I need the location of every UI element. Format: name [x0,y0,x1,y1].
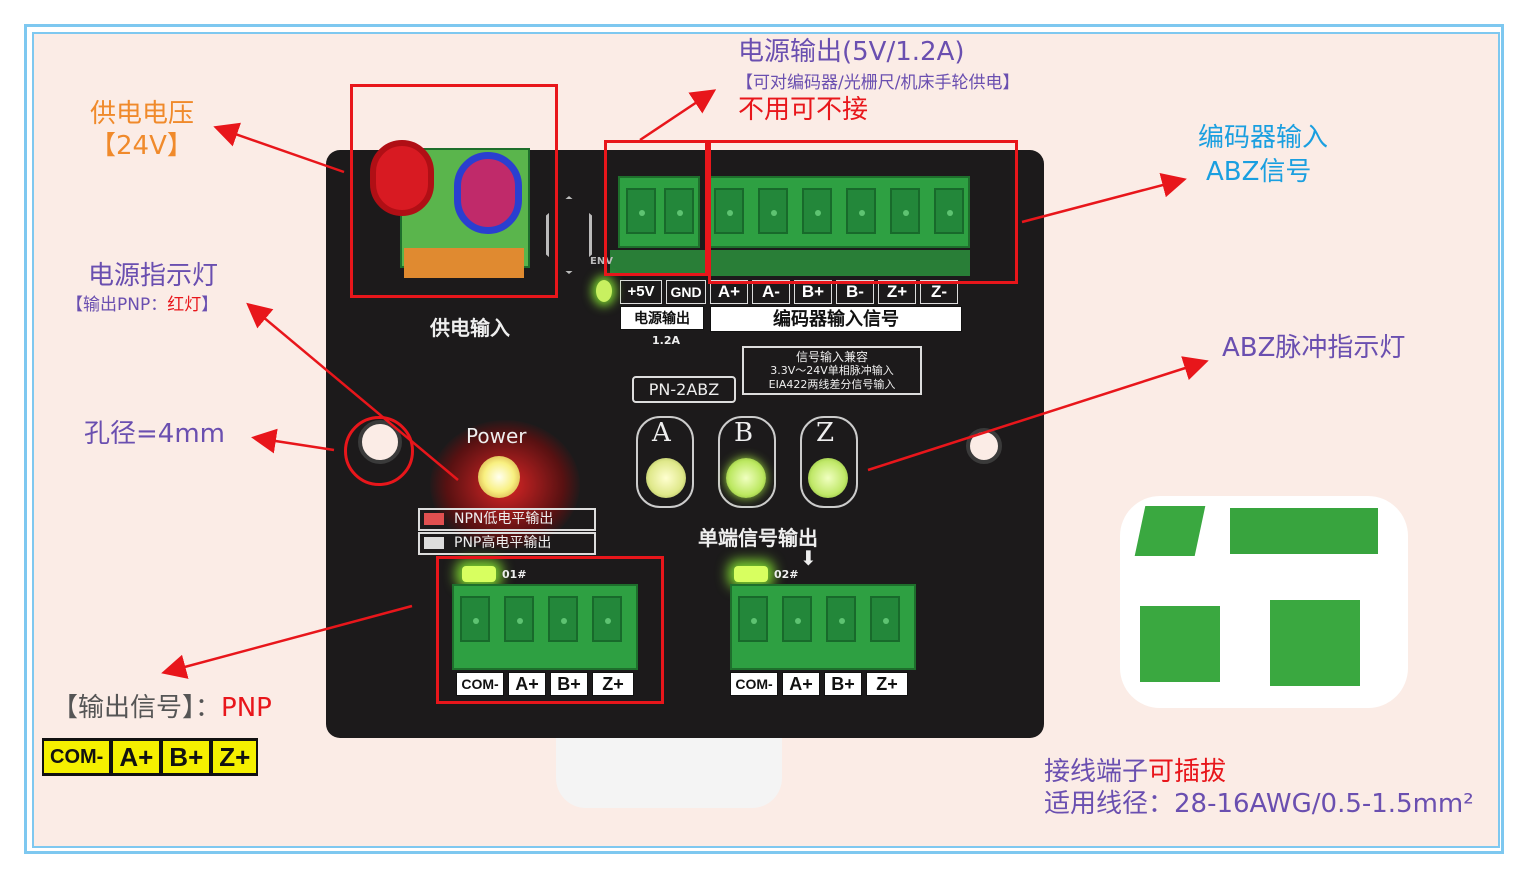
output-pin-legend: COM- A+ B+ Z+ [42,738,259,776]
env-mark: ENV [590,256,613,267]
out2-pin-z: Z+ [866,672,908,696]
connector-4pin-plug [1270,600,1360,686]
power-output-optional: 不用可不接 [738,95,869,125]
channel-a-letter: A [652,418,671,448]
arrow-abz-indicator [867,356,1209,472]
connector-7pin [1230,508,1378,554]
power-output-terminal [618,176,700,248]
out1-led [462,566,496,582]
channel-z-frame [800,416,858,508]
out1-pin-com: COM- [456,672,504,696]
pin-label-a-minus: A- [752,280,790,304]
supply-input-label: 供电输入 [430,316,510,340]
out2-tag: 02# [774,568,799,581]
encoder-input-plate: 编码器输入信号 [710,306,962,332]
legend-com: COM- [44,741,110,773]
channel-b-led [726,458,766,498]
down-arrow-icon: ⬇ [800,546,817,570]
din-clip [556,738,782,808]
channel-z-led [808,458,848,498]
power-out-current: 1.2A [652,334,680,347]
npn-option: NPN低电平输出 [418,508,596,531]
pnp-option-label: PNP高电平输出 [454,535,552,551]
single-ended-output-label: 单端信号输出 [698,526,818,550]
pin-label-gnd: GND [666,280,706,304]
out1-pin-z: Z+ [592,672,634,696]
pin-label-b-minus: B- [836,280,874,304]
output1-highlight-box [436,556,664,704]
channel-b-frame [718,416,776,508]
compat-title: 信号输入兼容 [795,350,868,364]
connector-2pin [1134,506,1206,556]
logo-icon [546,196,592,274]
pin-label-b-plus: B+ [794,280,832,304]
out1-pin-a: A+ [508,672,546,696]
pnp-option: PNP高电平输出 [418,532,596,555]
npn-option-label: NPN低电平输出 [454,511,554,527]
pin-label-a-plus: A+ [710,280,748,304]
compat-line1: 3.3V～24V单相脉冲输入 [770,364,894,378]
model-badge: PN-2ABZ [632,376,736,404]
out1-pin-b: B+ [550,672,588,696]
out2-pin-b: B+ [824,672,862,696]
power-led [478,456,520,498]
connector-photo-panel [1120,496,1408,708]
hole-highlight-circle [344,416,414,486]
power-indicator-note: 【输出PNP：红灯】 [66,295,219,315]
arrow-hole [251,428,335,454]
power-out-plate: 电源输出 [620,306,704,330]
supply-highlight-box [350,84,558,298]
pin-label-z-minus: Z- [920,280,958,304]
supply-voltage-label: 供电电压 [90,99,195,129]
power-indicator-label: 电源指示灯 [88,261,219,291]
arrow-power-output [639,89,717,142]
outer-frame [24,24,1504,854]
legend-z: Z+ [213,741,257,773]
power-output-note: 【可对编码器/光栅尺/机床手轮供电】 [736,73,1020,93]
out2-led [734,566,768,582]
terminal-note: 接线端子可插拔 [1044,757,1227,787]
legend-b: B+ [163,741,210,773]
power-output-led [596,280,612,302]
connector-4pin-screw [1140,606,1220,682]
npn-checkbox [424,513,444,525]
pin-label-z-plus: Z+ [878,280,916,304]
arrow-encoder-input [1021,172,1187,224]
channel-a-frame [636,416,694,508]
output-signal-label: 【输出信号】：PNP [52,693,272,723]
out1-tag: 01# [502,568,527,581]
supply-terminal-base [404,248,524,278]
arrow-supply-voltage [213,122,345,174]
legend-a: A+ [113,741,160,773]
power-output-highlight-box [604,140,708,276]
compat-box: 信号输入兼容 3.3V～24V单相脉冲输入 EIA422两线差分信号输入 [742,346,922,395]
out2-pin-a: A+ [782,672,820,696]
terminal-base-strip [610,250,970,276]
red-wire [370,140,434,216]
encoder-input-terminal [706,176,970,248]
arrow-output-signal [161,604,413,679]
pnp-checkbox [424,537,444,549]
compat-line2: EIA422两线差分信号输入 [768,377,896,391]
encoder-input-line1: 编码器输入 [1198,123,1329,153]
wire-gauge-label: 适用线径：28-16AWG/0.5-1.5mm² [1044,789,1474,819]
channel-z-letter: Z [816,418,835,448]
power-output-title: 电源输出(5V/1.2A) [738,37,965,67]
abz-indicator-label: ABZ脉冲指示灯 [1222,333,1406,363]
hole-diameter-label: 孔径=4mm [84,419,225,449]
output1-terminal [452,584,638,670]
arrow-power-indicator [246,302,459,481]
channel-a-led [646,458,686,498]
pin-label-5v: +5V [620,280,662,304]
blue-wire [454,152,522,234]
out2-pin-com: COM- [730,672,778,696]
encoder-input-line2: ABZ信号 [1206,157,1312,187]
output2-terminal [730,584,916,670]
channel-b-letter: B [734,418,754,448]
power-led-label: Power [466,424,527,448]
supply-voltage-value: 【24V】 [90,131,193,161]
encoder-input-highlight-box [708,140,1018,284]
